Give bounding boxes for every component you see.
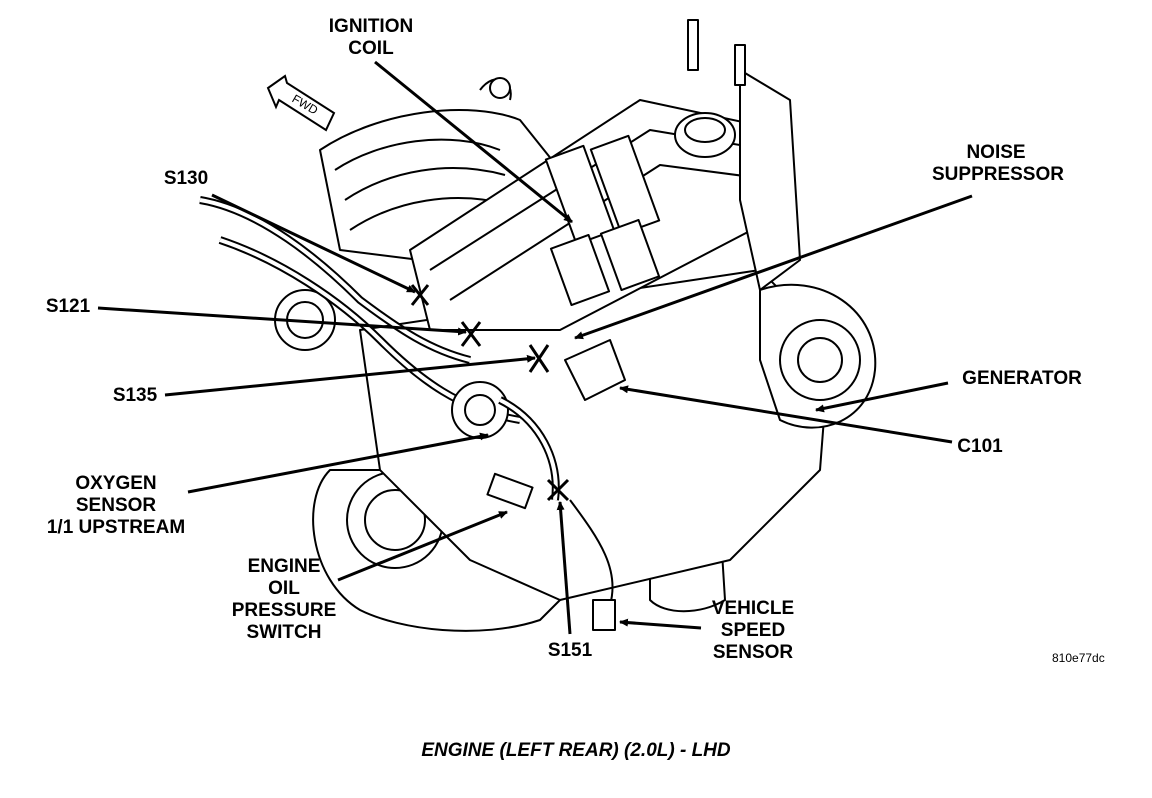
splice-s135-mark bbox=[528, 344, 550, 373]
c101-label: C101 bbox=[957, 436, 1003, 457]
leader-vehicle-speed-sensor bbox=[619, 618, 702, 630]
figure-id: 810e77dc bbox=[1052, 651, 1105, 665]
splice-s151-mark bbox=[546, 478, 570, 502]
oxygen-sensor-label: OXYGEN SENSOR 1/1 UPSTREAM bbox=[46, 473, 186, 538]
noise-suppressor-label: NOISE SUPPRESSOR bbox=[932, 142, 1064, 185]
leader-s130 bbox=[211, 193, 416, 294]
ignition-coil-label: IGNITION COIL bbox=[328, 16, 414, 59]
s121-label: S121 bbox=[45, 296, 91, 317]
leader-generator bbox=[815, 381, 949, 413]
splice-marks bbox=[410, 284, 570, 502]
vehicle-speed-sensor-label: VEHICLE SPEED SENSOR bbox=[711, 598, 795, 663]
leader-ignition-coil bbox=[374, 60, 573, 224]
leader-lines bbox=[97, 60, 973, 635]
diagram-caption: ENGINE (LEFT REAR) (2.0L) - LHD bbox=[421, 740, 731, 761]
leader-s135 bbox=[164, 354, 536, 397]
s130-label: S130 bbox=[163, 168, 209, 189]
leader-oil-pressure-switch bbox=[337, 510, 508, 582]
s135-label: S135 bbox=[112, 385, 158, 406]
leader-oxygen-sensor bbox=[187, 432, 489, 494]
splice-s121-mark bbox=[460, 321, 482, 347]
leader-s121 bbox=[97, 306, 467, 336]
generator-label: GENERATOR bbox=[962, 368, 1082, 389]
leader-s151 bbox=[556, 501, 572, 635]
splice-s130-mark bbox=[410, 284, 430, 306]
s151-label: S151 bbox=[547, 640, 593, 661]
fwd-arrow-icon: FWD bbox=[266, 74, 336, 132]
leader-c101 bbox=[619, 385, 953, 444]
leader-noise-suppressor bbox=[574, 194, 973, 340]
engine-oil-pressure-switch-label: ENGINE OIL PRESSURE SWITCH bbox=[231, 556, 337, 643]
engine-illustration bbox=[199, 19, 877, 632]
